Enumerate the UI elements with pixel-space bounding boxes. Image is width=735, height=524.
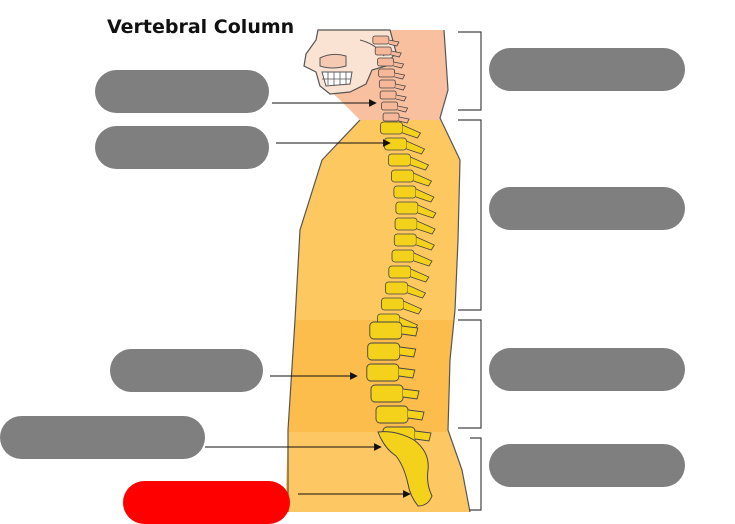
cervical-vertebra (378, 68, 396, 78)
vertebra-process (388, 39, 400, 47)
right-label-sacral[interactable] (489, 444, 685, 487)
vertebra-process (398, 367, 416, 379)
bracket-sacral (470, 437, 482, 511)
vertebra-process (410, 268, 430, 283)
cervical-vertebra (374, 46, 392, 56)
vertebra-process (393, 61, 405, 69)
vertebra-process (413, 172, 433, 187)
cervical-vertebra (372, 35, 390, 45)
vertebra-process (394, 72, 406, 80)
vertebra-process (397, 105, 409, 113)
thoracic-vertebra (381, 297, 404, 311)
thoracic-vertebra (391, 169, 414, 183)
vertebra-process (407, 284, 427, 299)
thoracic-vertebra (388, 153, 411, 167)
vertebra-process (403, 300, 423, 315)
sacrum (377, 431, 433, 507)
lumbar-vertebra (375, 405, 409, 424)
vertebra-process (398, 116, 410, 124)
skull-icon (303, 29, 397, 95)
diagram-canvas (205, 29, 482, 513)
cervical-vertebra (382, 112, 400, 122)
cervical-vertebra (379, 90, 397, 100)
vertebral-column-diagram: Vertebral Column (0, 16, 685, 524)
vertebra-process (396, 94, 407, 102)
vertebra-process (410, 156, 430, 171)
right-label-thoracic[interactable] (489, 187, 685, 230)
cervical-vertebra (381, 101, 399, 111)
arrow-icon (205, 99, 411, 498)
vertebra-process (413, 252, 433, 267)
bracket-thoracic (458, 119, 482, 311)
lumbar-vertebra (370, 384, 404, 403)
thoracic-vertebra (388, 265, 412, 279)
cervical-vertebra (378, 79, 396, 89)
right-label-lumbar[interactable] (489, 348, 685, 391)
thoracic-region (285, 120, 470, 320)
vertebra-process (417, 204, 437, 219)
vertebra-process (391, 50, 402, 58)
vertebra-process (414, 430, 432, 442)
bracket-lumbar (458, 319, 482, 429)
vertebra-process (395, 83, 406, 91)
thoracic-vertebra (394, 217, 418, 231)
left-label-3[interactable] (110, 349, 263, 392)
thoracic-vertebra (391, 249, 415, 263)
lumbar-vertebra (367, 342, 401, 361)
vertebra-process (407, 409, 425, 421)
sacral-region (285, 432, 470, 512)
lumbar-vertebra (369, 321, 403, 340)
vertebra-process (401, 325, 419, 337)
body-outline (287, 29, 471, 513)
left-label-5-highlighted[interactable] (123, 481, 290, 524)
spine-icon (366, 35, 437, 507)
bracket-icon (458, 31, 482, 511)
vertebra-process (416, 220, 436, 235)
right-label-cervical[interactable] (489, 48, 685, 91)
thoracic-vertebra (385, 281, 408, 295)
thoracic-vertebra (395, 201, 419, 215)
vertebra-process (415, 188, 435, 203)
cervical-vertebra (377, 57, 394, 67)
bracket-cervical (458, 31, 482, 111)
left-label-2[interactable] (95, 126, 269, 169)
thoracic-vertebra (393, 185, 417, 199)
vertebra-process (416, 236, 435, 251)
vertebra-process (406, 140, 426, 155)
left-label-4[interactable] (0, 416, 205, 459)
vertebra-process (402, 388, 420, 400)
diagram-title: Vertebral Column (107, 16, 295, 38)
thoracic-vertebra (393, 233, 417, 247)
vertebra-process (402, 124, 422, 139)
vertebra-process (399, 346, 417, 358)
lumbar-vertebra (366, 363, 400, 382)
left-label-1[interactable] (95, 70, 269, 113)
thoracic-vertebra (380, 121, 403, 135)
thoracic-vertebra (384, 137, 407, 151)
